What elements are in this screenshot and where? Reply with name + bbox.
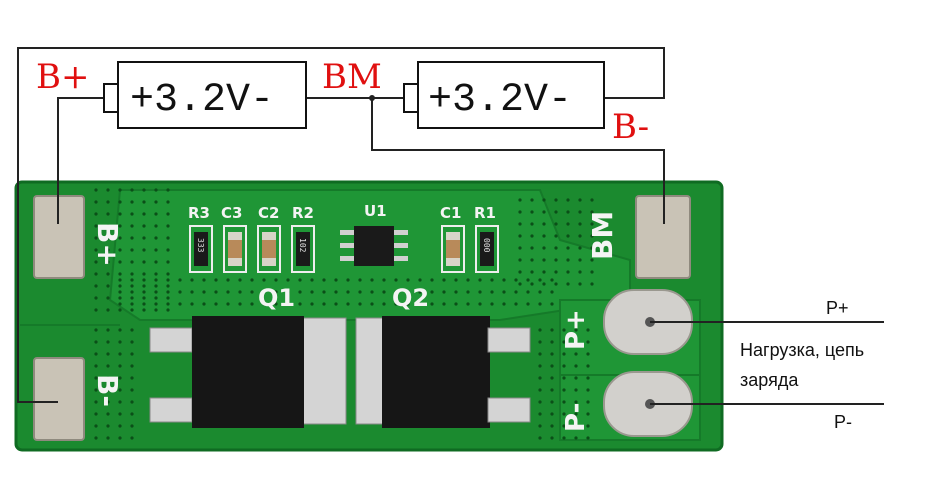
resistor-r2: 102 — [291, 225, 315, 273]
label-r3: R3 — [188, 204, 210, 222]
via-pattern — [94, 188, 594, 440]
capacitor-c2 — [257, 225, 281, 273]
load-caption-line2: заряда — [740, 370, 799, 390]
pad-b-minus — [33, 357, 85, 441]
battery-cell-2: +3.2V- — [403, 61, 605, 129]
label-c3: C3 — [221, 204, 242, 222]
cell-1-label: +3.2V- — [130, 78, 274, 123]
load-caption-line1: Нагрузка, цепь — [740, 340, 864, 360]
label-c2: C2 — [258, 204, 279, 222]
r1-code: 000 — [482, 238, 491, 253]
label-p-plus-output: P+ — [826, 298, 849, 318]
label-c1: C1 — [440, 204, 461, 222]
label-b-plus: B+ — [36, 57, 89, 97]
label-bm: BM — [322, 57, 382, 97]
label-p-minus-output: P- — [834, 412, 852, 432]
mosfet-q2 — [355, 316, 531, 428]
silk-bm: BM — [586, 211, 619, 260]
label-b-minus: B- — [612, 107, 649, 147]
wires — [17, 47, 884, 405]
resistor-r1: 000 — [475, 225, 499, 273]
silk-b-minus: B- — [91, 374, 124, 407]
silk-p-minus: P- — [561, 403, 591, 432]
resistor-r3: 333 — [189, 225, 213, 273]
r3-code: 333 — [196, 238, 205, 253]
label-q2: Q2 — [392, 284, 429, 312]
silk-p-plus: P+ — [561, 309, 591, 350]
label-q1: Q1 — [258, 284, 295, 312]
mosfet-q1 — [149, 316, 347, 428]
label-r1: R1 — [474, 204, 496, 222]
capacitor-c3 — [223, 225, 247, 273]
capacitor-c1 — [441, 225, 465, 273]
battery-cell-1: +3.2V- — [103, 61, 307, 129]
ic-u1 — [340, 226, 408, 266]
r2-code: 102 — [298, 238, 307, 253]
cell-2-label: +3.2V- — [428, 78, 572, 123]
silk-b-plus: B+ — [91, 222, 124, 267]
label-r2: R2 — [292, 204, 314, 222]
label-u1: U1 — [364, 202, 387, 220]
